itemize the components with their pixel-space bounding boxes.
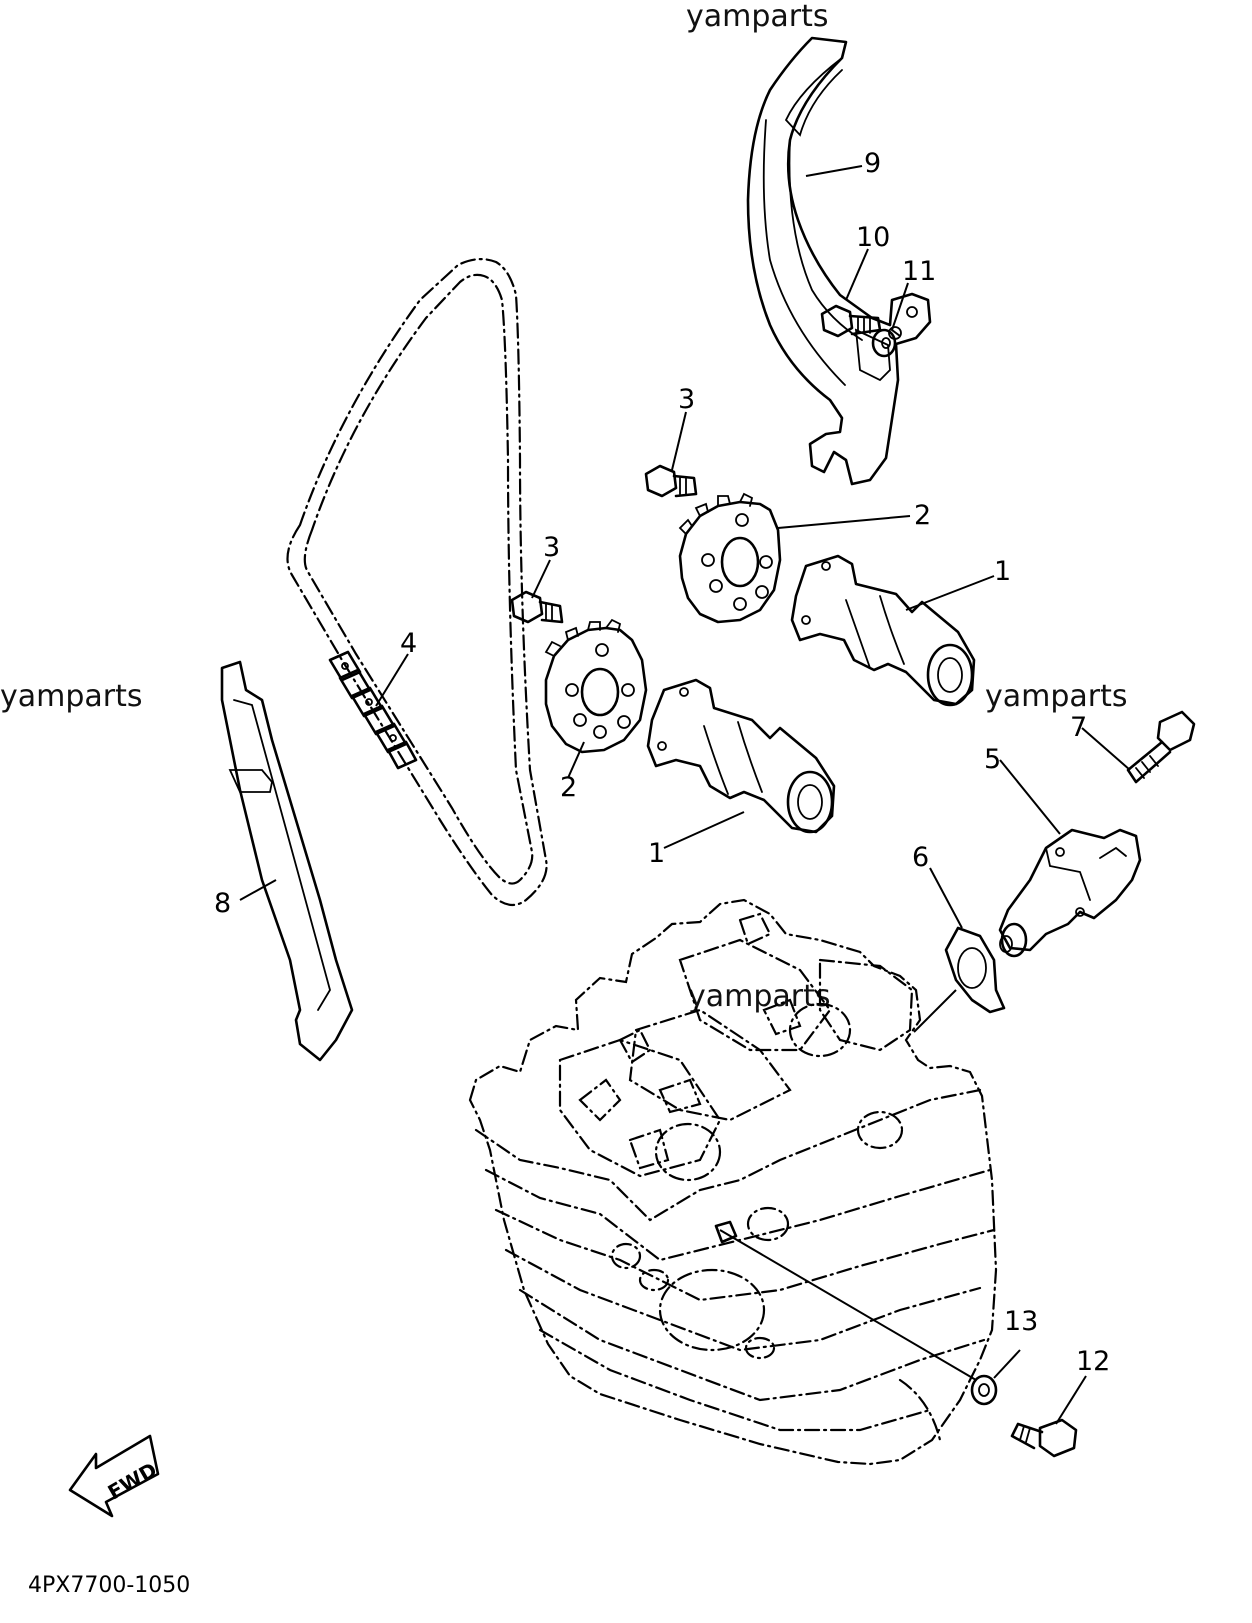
callouts: 9 10 11 3 2 1 3 4 2 1 7 5 6 8 13 12 — [214, 148, 1110, 1377]
washer-11 — [871, 328, 897, 358]
cam-sprocket-lower — [544, 618, 648, 754]
callout-12: 12 — [1076, 1346, 1110, 1377]
cylinder-head — [468, 898, 998, 1466]
gasket-6 — [944, 926, 1006, 1014]
camshaft-lower — [646, 678, 836, 834]
callout-5: 5 — [984, 744, 1001, 775]
callout-11: 11 — [902, 256, 936, 287]
callout-1-upper: 1 — [994, 556, 1011, 587]
bolt-3-lower — [510, 590, 564, 624]
callout-3-lower: 3 — [543, 532, 560, 563]
timing-chain — [286, 258, 548, 907]
leader-lines — [239, 165, 1131, 1425]
callout-1-lower: 1 — [648, 838, 665, 869]
callout-6: 6 — [912, 842, 929, 873]
callout-7: 7 — [1070, 712, 1087, 743]
camshaft-upper — [790, 554, 976, 707]
callout-13: 13 — [1004, 1306, 1038, 1337]
callout-10: 10 — [856, 222, 890, 253]
callout-9: 9 — [864, 148, 881, 179]
chain-links — [328, 650, 418, 770]
callout-2-lower: 2 — [560, 772, 577, 803]
fwd-arrow: FWD — [68, 1434, 161, 1518]
drawing-code: 4PX7700-1050 — [28, 1573, 190, 1598]
watermark-center: yamparts — [688, 979, 831, 1014]
watermark-top: yamparts — [686, 0, 829, 34]
fwd-label: FWD — [104, 1458, 161, 1505]
bolt-7 — [1126, 710, 1196, 784]
bolt-10 — [820, 304, 882, 338]
chain-guide-lower — [220, 660, 354, 1062]
plug-bolt-12 — [1010, 1418, 1078, 1458]
callout-3-upper: 3 — [678, 384, 695, 415]
watermark-left: yamparts — [0, 679, 143, 714]
watermark-right: yamparts — [985, 679, 1128, 714]
callout-8: 8 — [214, 888, 231, 919]
callout-4: 4 — [400, 628, 417, 659]
bolt-3-upper — [644, 464, 698, 498]
callout-2-upper: 2 — [914, 500, 931, 531]
cam-sprocket-upper — [678, 492, 782, 624]
washer-13 — [970, 1374, 998, 1406]
chain-tensioner — [998, 828, 1142, 958]
chain-guide-upper — [746, 36, 932, 486]
